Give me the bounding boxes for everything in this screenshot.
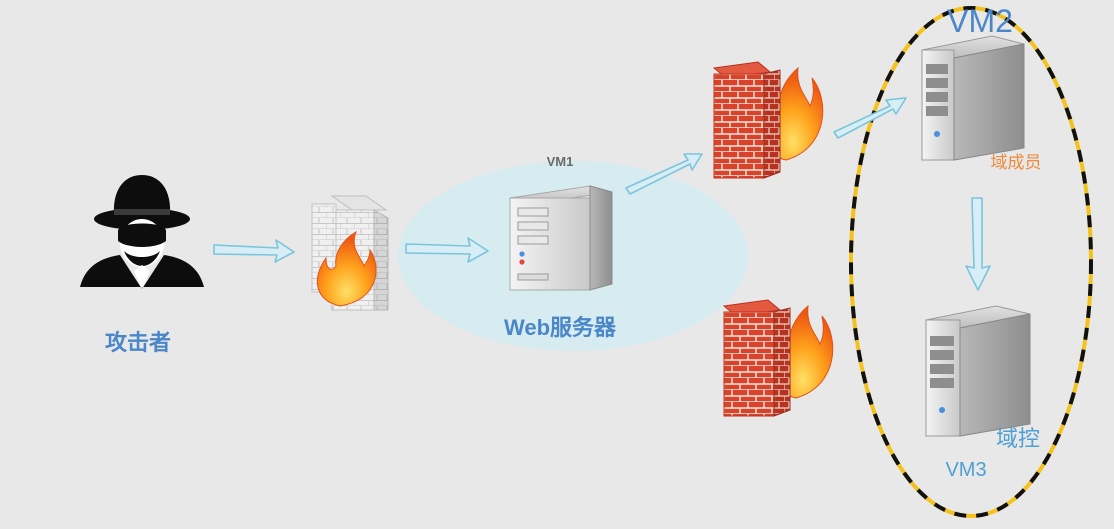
domain-member-label: 域成员	[991, 153, 1042, 172]
domain-ring	[849, 6, 1093, 518]
firewall-icon	[311, 195, 389, 311]
flow-arrow-firewall-to-domain-member	[833, 97, 907, 139]
firewall-icon	[722, 299, 834, 417]
flow-arrow-attacker-to-firewall	[213, 239, 295, 263]
attacker-label: 攻击者	[105, 330, 171, 355]
flow-arrow-member-to-controller	[965, 197, 991, 291]
hacker-icon	[80, 175, 204, 289]
vm1-label: VM1	[547, 154, 574, 169]
domain-controller-label: 域控	[996, 426, 1040, 451]
flow-arrow-webserver-to-firewall	[625, 153, 703, 195]
firewall-icon	[712, 61, 824, 179]
vm2-label: VM2	[947, 3, 1013, 39]
server-icon	[925, 305, 1031, 437]
server-icon	[921, 35, 1025, 161]
vm3-label: VM3	[945, 459, 986, 481]
server-icon	[509, 185, 613, 291]
web-server-label: Web服务器	[504, 315, 617, 340]
flow-arrow-firewall-to-webserver	[405, 237, 489, 263]
